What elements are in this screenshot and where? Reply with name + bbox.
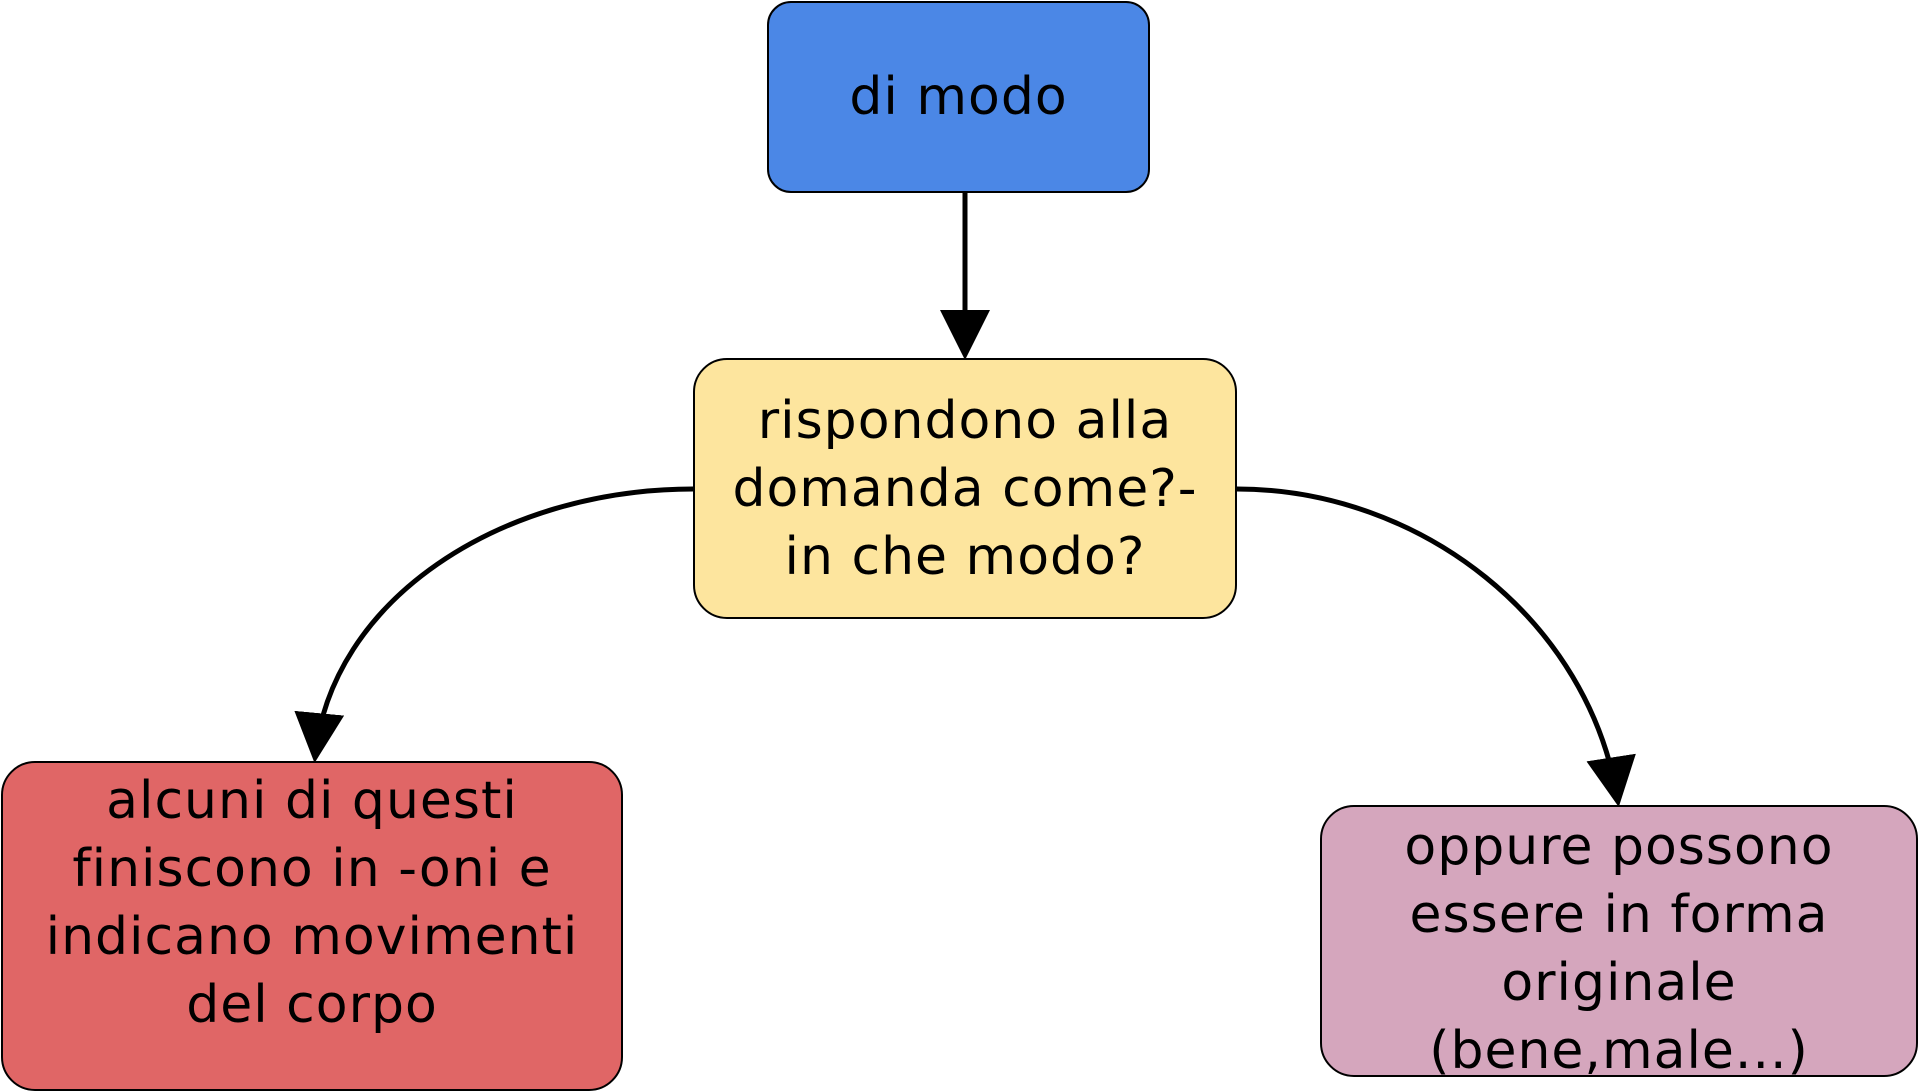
node-di-modo-text: di modo <box>849 67 1068 127</box>
arrow-question-to-right <box>1236 486 1636 807</box>
node-oppure-possono: oppure possono essere in forma originale… <box>1320 805 1918 1077</box>
node-alcuni-di-questi-text: alcuni di questi finiscono in -oni e ind… <box>45 771 579 1035</box>
node-di-modo: di modo <box>767 1 1150 193</box>
node-oppure-possono-text: oppure possono essere in forma originale… <box>1404 817 1834 1077</box>
arrow-question-to-left <box>294 486 694 763</box>
node-alcuni-di-questi: alcuni di questi finiscono in -oni e ind… <box>1 761 623 1091</box>
node-rispondono-alla-domanda-text: rispondono alla domanda come?-in che mod… <box>732 390 1198 587</box>
node-rispondono-alla-domanda: rispondono alla domanda come?-in che mod… <box>693 358 1237 619</box>
